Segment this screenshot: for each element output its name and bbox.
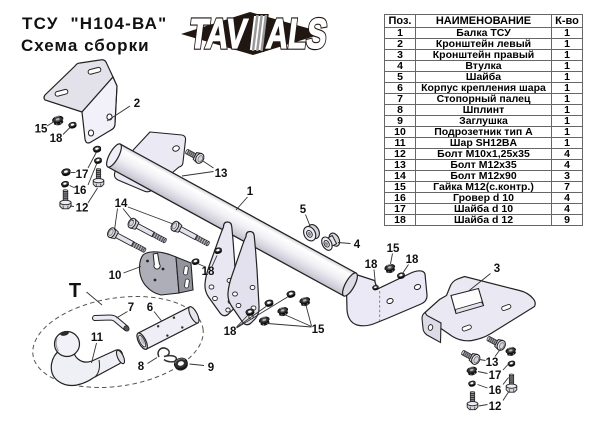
svg-text:TAV: TAV xyxy=(187,10,250,57)
svg-text:17: 17 xyxy=(76,169,89,181)
svg-text:14: 14 xyxy=(115,198,128,210)
svg-text:17: 17 xyxy=(489,370,502,382)
svg-text:2: 2 xyxy=(134,98,140,110)
svg-text:4: 4 xyxy=(354,239,361,251)
svg-text:18: 18 xyxy=(406,254,419,266)
svg-text:16: 16 xyxy=(74,185,87,197)
svg-text:5: 5 xyxy=(300,204,307,216)
svg-text:9: 9 xyxy=(208,362,214,374)
svg-text:15: 15 xyxy=(35,124,48,136)
svg-text:Т: Т xyxy=(69,280,81,302)
svg-text:18: 18 xyxy=(365,259,378,271)
svg-text:10: 10 xyxy=(109,270,122,282)
svg-text:12: 12 xyxy=(489,401,502,413)
svg-text:13: 13 xyxy=(215,168,228,180)
svg-text:18: 18 xyxy=(202,266,215,278)
svg-text:15: 15 xyxy=(387,243,400,255)
svg-text:18: 18 xyxy=(50,133,63,145)
svg-text:6: 6 xyxy=(147,302,153,314)
svg-text:11: 11 xyxy=(91,332,104,344)
svg-text:3: 3 xyxy=(494,263,500,275)
svg-text:TAV: TAV xyxy=(187,10,250,57)
svg-text:13: 13 xyxy=(486,357,499,369)
svg-text:18: 18 xyxy=(224,326,237,338)
svg-text:8: 8 xyxy=(138,361,145,373)
svg-text:ALS: ALS xyxy=(264,10,330,57)
svg-text:15: 15 xyxy=(312,324,325,336)
svg-text:1: 1 xyxy=(247,186,254,198)
svg-text:16: 16 xyxy=(489,385,502,397)
svg-text:7: 7 xyxy=(128,302,134,314)
svg-text:ALS: ALS xyxy=(264,10,330,57)
svg-text:12: 12 xyxy=(76,203,89,215)
